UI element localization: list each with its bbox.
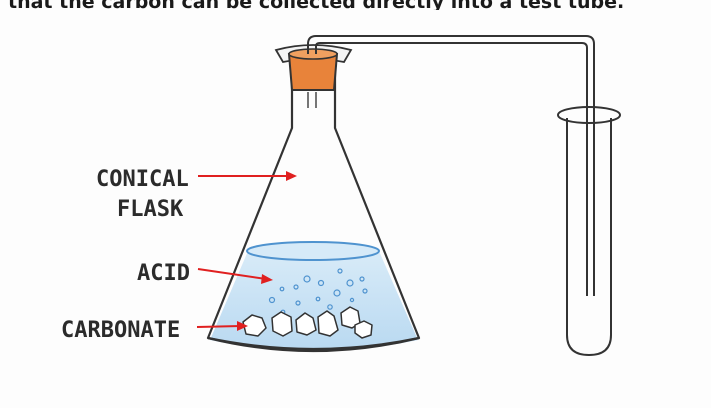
stopper-top xyxy=(288,48,338,60)
test-tube-rim xyxy=(557,106,621,124)
acid-surface xyxy=(246,241,380,261)
label-conical: CONICAL xyxy=(96,167,189,192)
delivery-tube xyxy=(307,35,595,296)
label-flask: FLASK xyxy=(117,197,184,222)
flask-base xyxy=(207,336,420,351)
acid-liquid xyxy=(210,251,418,351)
label-carbonate: CARBONATE xyxy=(61,318,180,343)
arrow-head-conical-flask xyxy=(286,171,297,181)
carbonate-chips xyxy=(242,306,373,339)
caption-group: that the carbon can be collected directl… xyxy=(8,0,624,13)
caption: that the carbon can be collected directl… xyxy=(8,0,624,13)
delivery-tube-inner xyxy=(315,42,588,296)
tube-in-flask xyxy=(307,92,317,108)
label-arrows xyxy=(196,171,297,331)
label-acid: ACID xyxy=(137,261,190,286)
arrow-carbonate xyxy=(196,325,242,328)
arrow-acid xyxy=(197,268,267,280)
arrow-head-carbonate xyxy=(237,321,248,331)
arrow-head-acid xyxy=(261,274,273,284)
test-tube xyxy=(566,118,612,357)
